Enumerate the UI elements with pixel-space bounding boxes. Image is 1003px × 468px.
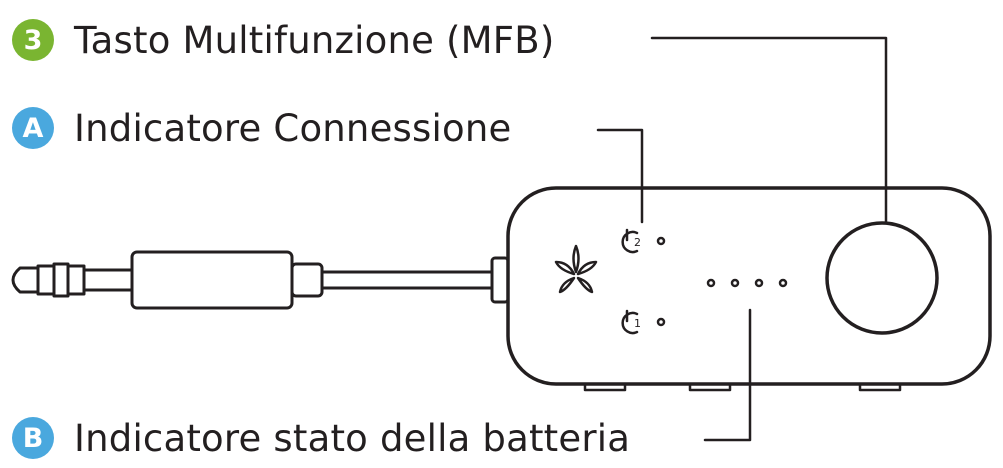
battery-led-2 xyxy=(730,278,740,288)
badge-3: 3 xyxy=(12,19,54,61)
device-foot-right xyxy=(858,382,902,392)
battery-leds xyxy=(706,278,788,288)
connection-led-lower-icon: 1 xyxy=(621,309,666,335)
jack-ring-3 xyxy=(66,264,86,296)
jack-strain-relief xyxy=(290,262,324,298)
jack-ring-1 xyxy=(36,264,56,296)
label-connection-indicator: Indicatore Connessione xyxy=(74,106,512,150)
connection-led-lower xyxy=(656,317,666,327)
jack-housing xyxy=(130,250,294,310)
badge-a: A xyxy=(12,107,54,149)
jack-tip xyxy=(11,266,40,294)
connection-led-upper-icon: 2 xyxy=(621,228,666,254)
device-foot-mid xyxy=(688,382,732,392)
callout-battery-indicator: B Indicatore stato della batteria xyxy=(12,410,630,466)
leader-line-battery xyxy=(703,308,752,442)
led-lower-digit: 1 xyxy=(634,317,641,330)
leader-line-mfb xyxy=(650,36,888,224)
connection-led-upper xyxy=(656,236,666,246)
battery-led-1 xyxy=(706,278,716,288)
label-mfb: Tasto Multifunzione (MFB) xyxy=(74,18,555,62)
battery-led-3 xyxy=(754,278,764,288)
led-upper-digit: 2 xyxy=(634,236,641,249)
battery-led-4 xyxy=(778,278,788,288)
jack-ring-2 xyxy=(52,262,70,298)
leader-line-connection xyxy=(596,128,644,224)
multifunction-button xyxy=(825,221,939,335)
cable-connector xyxy=(490,256,510,304)
device-foot-left xyxy=(583,382,627,392)
badge-b: B xyxy=(12,417,54,459)
avantree-leaf-logo-icon xyxy=(554,244,598,294)
cable xyxy=(320,256,510,304)
audio-jack-plug xyxy=(11,250,324,310)
jack-shaft xyxy=(82,268,134,292)
callout-mfb: 3 Tasto Multifunzione (MFB) xyxy=(12,12,554,68)
label-battery-indicator: Indicatore stato della batteria xyxy=(74,416,631,460)
callout-connection-indicator: A Indicatore Connessione xyxy=(12,100,511,156)
